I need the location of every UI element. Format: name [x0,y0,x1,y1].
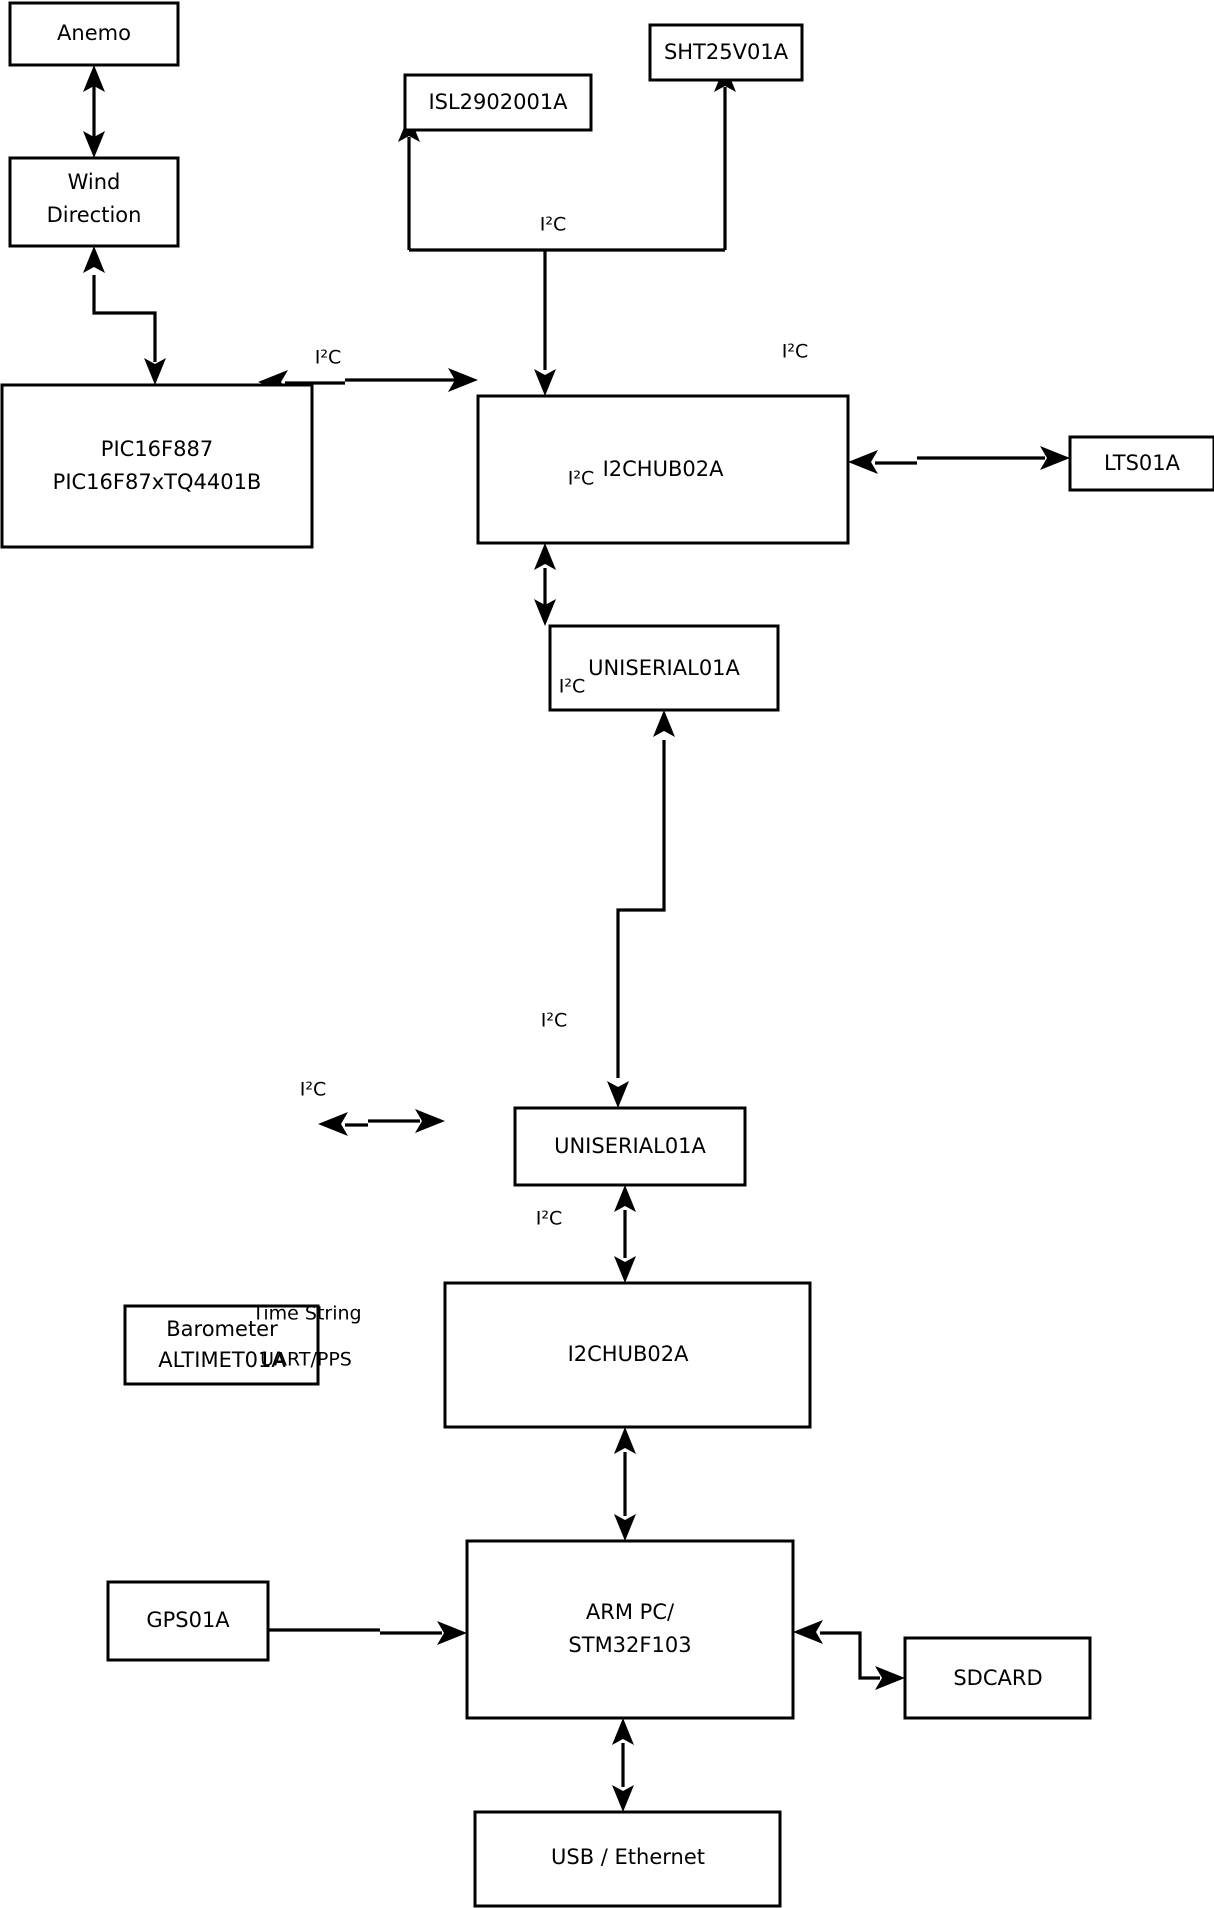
node-label-pic-line2: PIC16F87xTQ4401B [53,470,262,494]
node-wind-direction[interactable]: Wind Direction [8,156,180,248]
edge-barometer-hub-bottom [318,1109,445,1136]
node-label-arm-line1: ARM PC/ [586,1600,675,1624]
arrow-head-right [415,1109,445,1133]
node-i2chub02a-bottom[interactable]: I2CHUB02A [443,1281,812,1429]
edge-gps-arm [268,1621,467,1645]
edge-label-i2c-bus-top: I²C [540,214,567,236]
edge-label-i2c-uni-hub2: I²C [541,1010,568,1032]
node-arm-pc-stm32f103[interactable]: ARM PC/ STM32F103 [465,1539,795,1720]
arrow-head-up [612,1718,634,1745]
edge-hub-top-lts [848,446,1070,474]
arrow-head-down-hub [534,369,556,396]
arrow-head-left [793,1620,823,1644]
arrow-head-right [875,1666,905,1690]
node-uniserial01a-top[interactable]: UNISERIAL01A [548,624,780,712]
edge-arm-sdcard [793,1620,905,1690]
node-barometer-altimet01a[interactable]: Barometer ALTIMET01A [123,1304,320,1386]
edge-pic-wind [83,246,166,385]
arrow-head-up [653,710,675,737]
node-label-sht: SHT25V01A [664,40,789,64]
edge-label-i2c-uni-uni: I²C [559,676,586,698]
arrow-head-up [83,246,105,273]
node-lts01a[interactable]: LTS01A [1068,435,1214,492]
node-label-arm-line2: STM32F103 [568,1633,691,1657]
arrow-head-down [607,1081,629,1108]
node-label-usb: USB / Ethernet [551,1845,705,1869]
node-label-isl: ISL2902001A [428,90,568,114]
node-uniserial01a-bottom[interactable]: UNISERIAL01A [513,1106,747,1187]
arrow-head-down [144,358,166,385]
edge-label-uart-pps: UART/PPS [260,1349,352,1371]
arrow-head-right [437,1621,467,1645]
node-isl2902001a[interactable]: ISL2902001A [403,73,593,132]
edge-uniserial-top-uniserial-bottom [607,710,675,1108]
arrow-head-right [448,368,478,392]
arrow-head-up [614,1427,636,1454]
arrow-head-down [83,131,105,158]
node-label-pic-line1: PIC16F887 [101,437,213,461]
arrow-head-up [534,543,556,570]
node-gps01a[interactable]: GPS01A [106,1580,270,1662]
arrow-head-down [534,599,556,626]
node-label-lts: LTS01A [1104,451,1181,475]
node-anemo[interactable]: Anemo [8,1,180,67]
arrow-head-left [848,450,878,474]
edge-hub-bottom-arm [614,1427,636,1541]
edge-uniserial-bottom-hub-bottom [614,1185,636,1283]
arrow-head-down [614,1256,636,1283]
node-usb-ethernet[interactable]: USB / Ethernet [473,1810,782,1908]
arrow-head-right [1040,446,1070,470]
node-pic16f887[interactable]: PIC16F887 PIC16F87xTQ4401B [0,383,314,549]
edge-hub-top-i2c-bus [398,65,736,396]
edge-label-i2c-pic-hub: I²C [315,347,342,369]
edge-arm-usb [612,1718,634,1812]
node-sdcard[interactable]: SDCARD [903,1636,1092,1720]
arrow-head-down [614,1514,636,1541]
node-label-wind-direction-line2: Direction [47,203,142,227]
edge-label-i2c-hub-lts: I²C [782,341,809,363]
node-i2chub02a-top[interactable]: I2CHUB02A [476,394,850,545]
node-label-i2chub-bottom: I2CHUB02A [568,1342,690,1366]
edge-label-i2c-baro-hub2: I²C [300,1079,327,1101]
node-label-i2chub-top: I2CHUB02A [603,457,725,481]
arrow-head-left [318,1112,348,1136]
node-label-barometer-line2: ALTIMET01A [158,1348,286,1372]
node-label-anemo: Anemo [57,21,131,45]
arrow-head-down [612,1785,634,1812]
node-label-gps: GPS01A [146,1608,230,1632]
edge-label-i2c-hub2-arm: I²C [536,1208,563,1230]
node-label-uniserial-top: UNISERIAL01A [588,656,740,680]
arrow-head-up [614,1185,636,1212]
node-label-barometer-line1: Barometer [166,1317,278,1341]
edge-hub-top-uniserial-top [534,543,556,626]
edge-label-i2c-hub-uni: I²C [568,468,595,490]
node-label-wind-direction-line1: Wind [68,170,121,194]
node-label-sdcard: SDCARD [953,1666,1042,1690]
edge-anemo-wind [83,65,105,158]
node-label-uniserial-bottom: UNISERIAL01A [554,1134,706,1158]
node-sht25v01a[interactable]: SHT25V01A [648,23,804,82]
arrow-head-up [83,65,105,92]
edge-label-time-string: Time String [251,1303,361,1325]
